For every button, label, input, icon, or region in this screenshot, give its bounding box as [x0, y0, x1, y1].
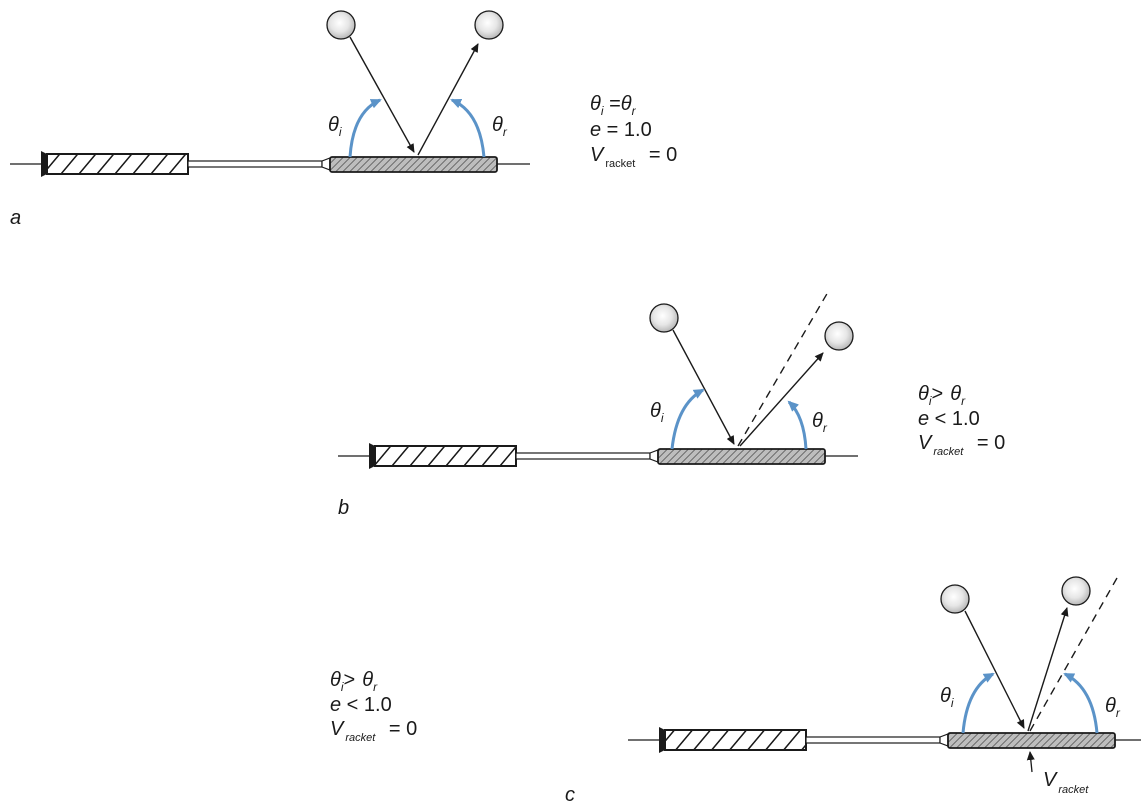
- mirror-reflection-line: [1029, 577, 1118, 732]
- theta-i-label: θi: [940, 685, 954, 710]
- racket-shaft: [805, 736, 941, 744]
- racket-shaft: [187, 160, 323, 168]
- racket-butt-cap: [41, 151, 47, 177]
- incidence-angle-arc: [961, 672, 995, 734]
- theta-r-label: θr: [1105, 695, 1121, 720]
- theta-r-label: θr: [812, 410, 828, 435]
- racket-throat: [321, 157, 331, 171]
- condition-angles: θi>θr: [330, 669, 378, 694]
- rebound-angle-arc: [787, 400, 808, 450]
- condition-restitution: e = 1.0: [590, 119, 652, 141]
- theta-i-label: θi: [650, 400, 664, 425]
- racket-throat: [939, 733, 949, 747]
- condition-angles: θi>θr: [918, 383, 966, 408]
- incoming-ball: [326, 10, 356, 40]
- condition-angles: θi =θr: [590, 93, 637, 118]
- mirror-reflection-line: [737, 291, 829, 447]
- racket-butt-cap: [369, 443, 375, 469]
- racket-head: [657, 448, 826, 465]
- racket: [659, 727, 1116, 753]
- racket-handle: [664, 729, 807, 751]
- racket-throat: [649, 449, 659, 463]
- outgoing-ball: [824, 321, 854, 351]
- racket-handle: [46, 153, 189, 175]
- condition-restitution: e < 1.0: [330, 694, 392, 716]
- incidence-angle-arc: [348, 98, 382, 158]
- racket-head: [329, 156, 498, 173]
- theta-i-label: θi: [328, 114, 342, 139]
- racket-head: [947, 732, 1116, 749]
- rebound-arrow: [417, 43, 479, 156]
- panel-label-b: b: [338, 497, 349, 519]
- incident-arrow: [349, 36, 415, 153]
- theta-r-label: θr: [492, 114, 508, 139]
- condition-restitution: e < 1.0: [918, 408, 980, 430]
- racket-butt-cap: [659, 727, 665, 753]
- rebound-angle-arc: [450, 98, 486, 158]
- incoming-ball: [649, 303, 679, 333]
- rebound-arrow: [739, 352, 824, 447]
- racket-handle: [374, 445, 517, 467]
- racket: [41, 151, 498, 177]
- racket-velocity-arrow: [1026, 751, 1035, 773]
- panel-label-a: a: [10, 207, 21, 229]
- outgoing-ball: [1061, 576, 1091, 606]
- racket: [369, 443, 826, 469]
- incidence-angle-arc: [670, 388, 705, 450]
- incoming-ball: [940, 584, 970, 614]
- panel-label-c: c: [565, 784, 575, 802]
- rebound-arrow: [1027, 607, 1069, 732]
- outgoing-ball: [474, 10, 504, 40]
- rebound-angle-arc: [1063, 672, 1099, 734]
- incident-arrow: [672, 329, 735, 445]
- incident-arrow: [964, 610, 1025, 729]
- racket-shaft: [515, 452, 651, 460]
